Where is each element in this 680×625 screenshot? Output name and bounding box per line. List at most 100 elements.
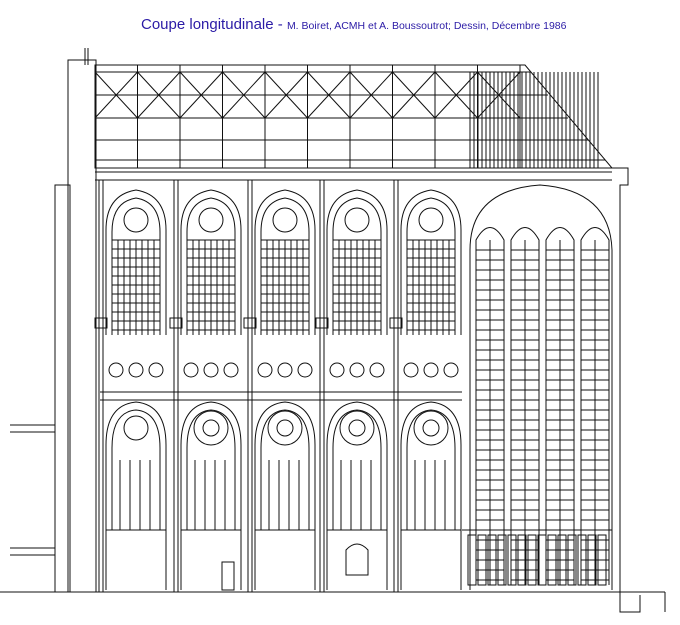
pier-capital [94, 317, 108, 329]
truss-brace [477, 71, 521, 119]
lancet-window [545, 227, 575, 585]
upper-window-frame [111, 197, 161, 335]
truss-brace [222, 71, 266, 119]
pier-capital [389, 317, 403, 329]
nave-bay [389, 180, 462, 592]
nave-bays [94, 180, 462, 592]
lower-rose-center [276, 419, 294, 437]
upper-window-frame [186, 197, 236, 335]
quatrefoil [297, 362, 313, 378]
adjacent-building [10, 424, 56, 556]
lower-arch [254, 401, 316, 590]
apse-lancet [545, 227, 575, 585]
choir-stall [547, 534, 557, 586]
choir-stall [527, 534, 537, 586]
pier-capital [315, 317, 329, 329]
lancet-window [475, 227, 505, 585]
lancet-window [580, 227, 610, 585]
choir-stall [497, 534, 507, 586]
quatrefoil [423, 362, 439, 378]
title-main: Coupe longitudinale - [141, 16, 287, 33]
truss-brace [349, 71, 393, 119]
lower-arch-inner [260, 409, 310, 530]
nave-bay [94, 180, 167, 592]
roof-truss [84, 48, 614, 169]
quatrefoil [277, 362, 293, 378]
pier-capital [169, 317, 183, 329]
truss-brace [137, 71, 181, 119]
choir-stall [537, 534, 547, 586]
title-credits: M. Boiret, ACMH et A. Boussoutrot; Dessi… [286, 20, 567, 32]
truss-brace [307, 71, 351, 119]
quatrefoil [443, 362, 459, 378]
apse-outline [469, 184, 613, 590]
lower-arch-inner [111, 409, 161, 530]
lower-arch-inner [406, 409, 456, 530]
doorway [221, 561, 235, 591]
upper-window-arch [105, 189, 167, 335]
lower-arch [400, 401, 462, 590]
choir-stall [577, 534, 587, 586]
quatrefoil [257, 362, 273, 378]
truss-brace [264, 71, 308, 119]
choir-stall [477, 534, 487, 586]
lower-arch-inner [186, 409, 236, 530]
choir-stall [557, 534, 567, 586]
quatrefoil [369, 362, 385, 378]
apse-lancet [510, 227, 540, 585]
upper-window-frame [260, 197, 310, 335]
apse-lancet [580, 227, 610, 585]
choir-stall [507, 534, 517, 586]
upper-window-frame [406, 197, 456, 335]
upper-window-arch [254, 189, 316, 335]
left-buttress [67, 59, 97, 593]
lower-arch [105, 401, 167, 590]
truss-brace [392, 71, 436, 119]
niche [345, 543, 369, 576]
window-rose-tracery [198, 207, 224, 233]
pier-capital [243, 317, 257, 329]
apse-lancet [475, 227, 505, 585]
lower-rose-center [202, 419, 220, 437]
choir-stall [567, 534, 577, 586]
window-rose-tracery [123, 207, 149, 233]
lower-rose [339, 410, 375, 446]
quatrefoil [183, 362, 199, 378]
quatrefoil [108, 362, 124, 378]
window-rose-tracery [344, 207, 370, 233]
quatrefoil [128, 362, 144, 378]
lower-rose [123, 415, 149, 441]
lower-rose [267, 410, 303, 446]
quatrefoil [148, 362, 164, 378]
lower-arch [326, 401, 388, 590]
nave-bay [243, 180, 316, 592]
right-buttress [612, 167, 641, 613]
upper-window-arch [400, 189, 462, 335]
quatrefoil [349, 362, 365, 378]
drawing-title: Coupe longitudinale - M. Boiret, ACMH et… [141, 16, 566, 34]
lower-arch-inner [332, 409, 382, 530]
quatrefoil [403, 362, 419, 378]
window-rose-tracery [272, 207, 298, 233]
choir-stall [517, 534, 527, 586]
upper-window-frame [332, 197, 382, 335]
lower-rose [193, 410, 229, 446]
nave-bay [315, 180, 388, 592]
quatrefoil [329, 362, 345, 378]
lower-rose [413, 410, 449, 446]
upper-window-arch [180, 189, 242, 335]
quatrefoil [203, 362, 219, 378]
truss-brace [179, 71, 223, 119]
lower-rose-center [348, 419, 366, 437]
walls [0, 59, 666, 613]
upper-window-arch [326, 189, 388, 335]
truss-brace [94, 71, 138, 119]
apse [462, 184, 613, 590]
choir-stall [487, 534, 497, 586]
nave-bay [169, 180, 242, 592]
choir-stall [597, 534, 607, 586]
lancet-window [510, 227, 540, 585]
lower-rose-center [422, 419, 440, 437]
lower-arch [180, 401, 242, 590]
